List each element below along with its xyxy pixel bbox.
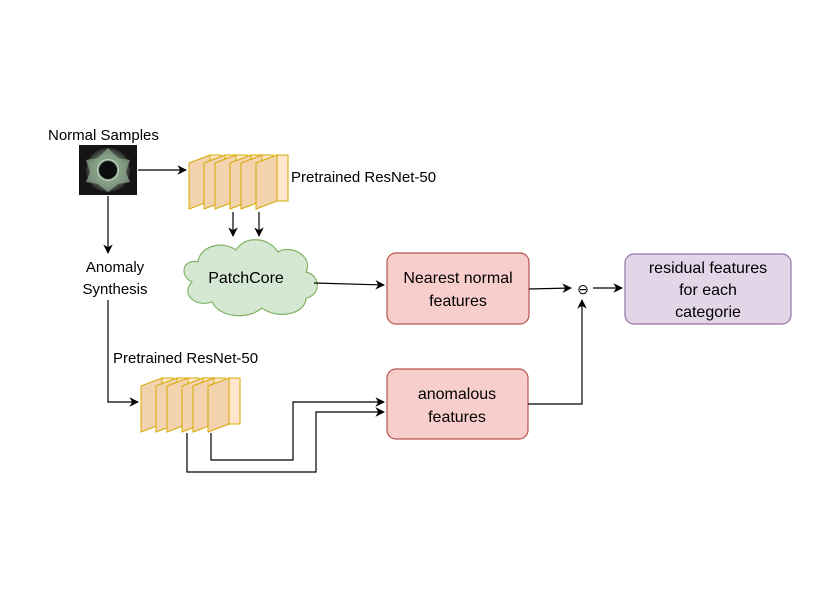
- metal-nut-sample-icon: [79, 145, 137, 195]
- nearest-normal-features-box: Nearest normal features: [386, 252, 530, 325]
- anomaly-synthesis-line1: Anomaly: [86, 259, 145, 276]
- bottom-resnet-layer-front-2-1: [228, 377, 241, 425]
- residual-line2: for each: [679, 282, 737, 299]
- anomaly-synthesis-line2: Synthesis: [82, 281, 147, 298]
- bottom-resnet-label: Pretrained ResNet-50: [113, 350, 258, 367]
- nearest-line1: Nearest normal: [403, 270, 512, 287]
- arrow-bottom-resnet-to-anomalous-1: [210, 397, 385, 461]
- subtract-symbol: ⊖: [577, 281, 589, 297]
- top-resnet-layers: [188, 154, 289, 210]
- bottom-resnet-layers: [140, 377, 241, 433]
- anomalous-line1: anomalous: [418, 386, 496, 403]
- arrow-synthesis-to-bottom-resnet: [107, 300, 139, 407]
- patchcore-cloud: PatchCore: [183, 239, 318, 317]
- anomalous-line2: features: [428, 409, 486, 426]
- residual-features-box: residual features for each categorie: [624, 253, 792, 325]
- anomalous-features-box: anomalous features: [386, 368, 529, 440]
- residual-line1: residual features: [649, 260, 767, 277]
- arrow-anomalous-to-minus: [528, 299, 587, 405]
- top-resnet-label: Pretrained ResNet-50: [291, 169, 436, 186]
- arrow-patchcore-to-nearest: [313, 279, 385, 290]
- nearest-line2: features: [429, 293, 487, 310]
- arrow-nearest-to-minus: [528, 283, 572, 294]
- normal-samples-label: Normal Samples: [48, 127, 159, 144]
- bottom-resnet-layer-side-2-1: [207, 377, 230, 433]
- residual-line3: categorie: [675, 304, 741, 321]
- arrow-bottom-resnet-to-anomalous-2: [186, 407, 385, 473]
- patchcore-label: PatchCore: [208, 270, 284, 287]
- top-resnet-layer-front-2-1: [276, 154, 289, 202]
- top-resnet-layer-side-2-1: [255, 154, 278, 210]
